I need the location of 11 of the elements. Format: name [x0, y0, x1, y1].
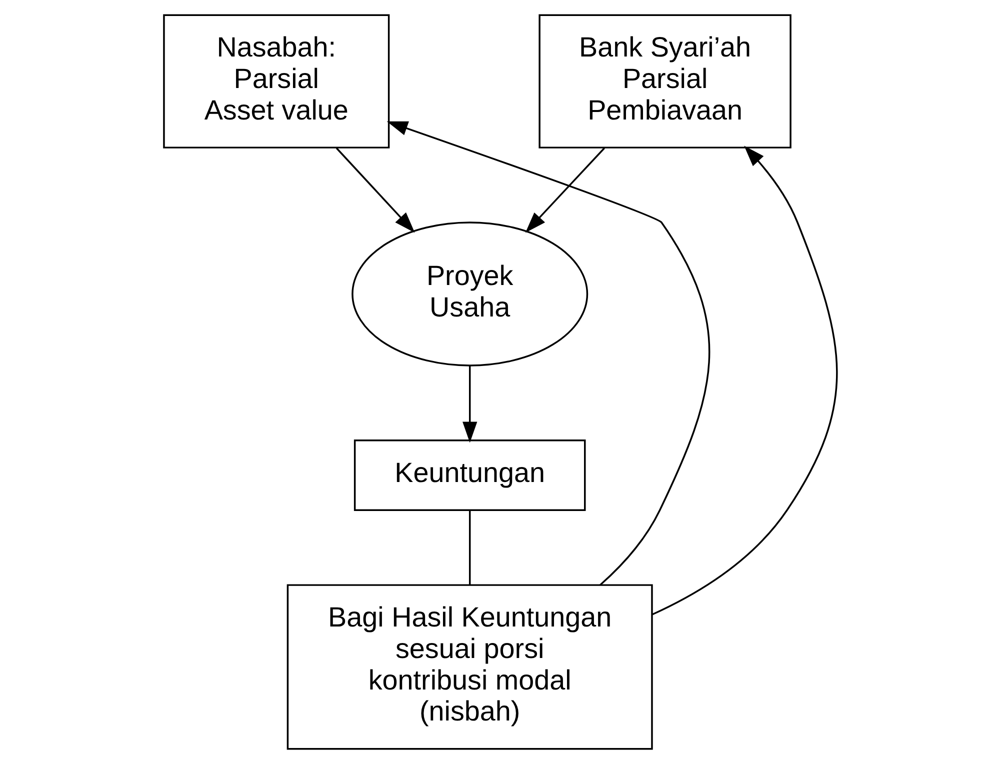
connector	[468, 510, 470, 585]
arrow	[524, 148, 604, 233]
node-box: Nasabah: Parsial Asset value	[162, 14, 390, 148]
arrow	[335, 148, 414, 233]
node-box: Bank Syari’ah Parsial Pembiavaan	[538, 14, 791, 148]
arrow	[651, 146, 838, 616]
node-ellipse: Proyek Usaha	[351, 222, 588, 366]
node-box: Keuntungan	[353, 440, 586, 511]
arrow	[462, 365, 477, 443]
node-box: Bagi Hasil Keuntungan sesuai porsi kontribusi modal (nisbah)	[286, 584, 652, 750]
arrow	[386, 121, 710, 586]
